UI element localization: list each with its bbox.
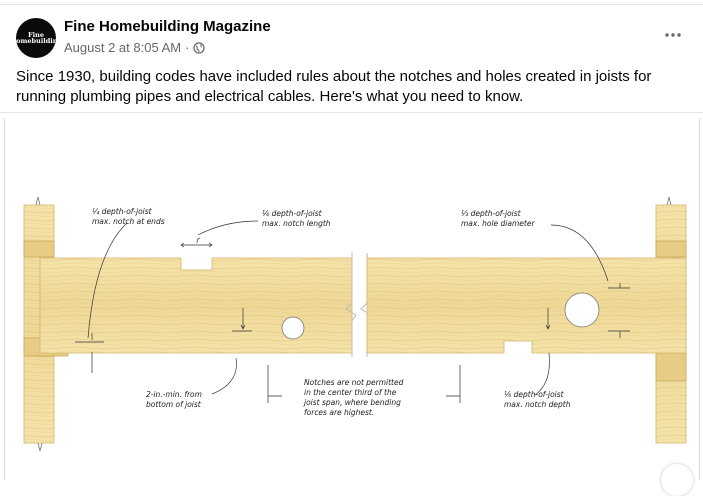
content-divider [0,112,703,113]
top-border [0,4,703,5]
post-text: Since 1930, building codes have included… [16,68,652,105]
leader-lines [87,220,609,396]
break-mark [345,253,357,357]
left-joist [39,257,353,354]
globe-icon [193,41,206,54]
carousel-next-button[interactable] [661,464,693,496]
post-meta: August 2 at 8:05 AM · [64,40,206,55]
right-border [699,118,700,480]
right-joist [366,257,687,354]
facebook-post: Fine Homebuilding Fine Homebuilding Maga… [0,5,703,480]
avatar-logo-text: Fine Homebuilding [10,31,62,45]
left-border [4,118,5,480]
meta-separator: · [185,40,190,55]
timestamp[interactable]: August 2 at 8:05 AM [64,40,182,55]
more-options-icon[interactable] [659,25,687,45]
page-avatar[interactable]: Fine Homebuilding [10,18,62,58]
dimension-lines [75,237,630,403]
author-name[interactable]: Fine Homebuilding Magazine [64,18,271,35]
